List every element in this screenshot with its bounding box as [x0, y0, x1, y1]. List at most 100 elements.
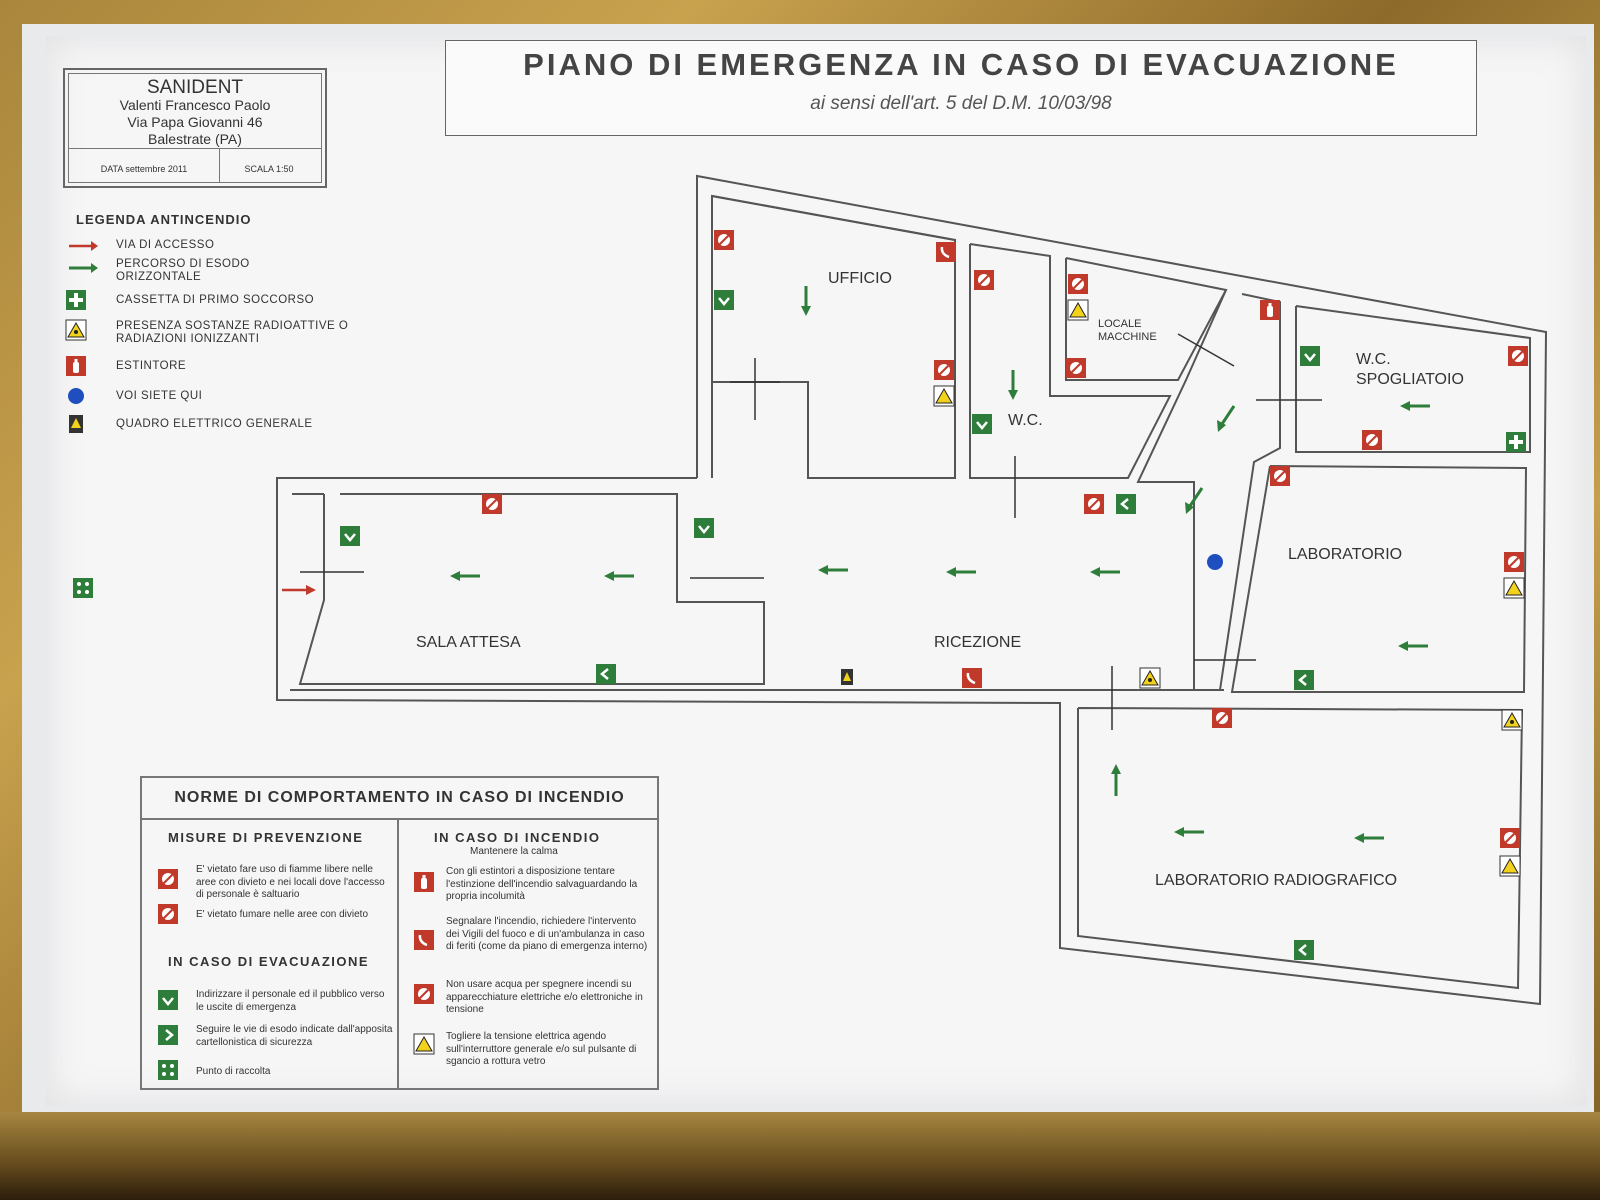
exit-signs — [340, 290, 1526, 960]
you-are-here-icon — [68, 388, 84, 404]
norms-title: NORME DI COMPORTAMENTO IN CASO DI INCEND… — [142, 778, 657, 820]
laboratorio-wall — [1230, 465, 1528, 693]
fire-text: Con gli estintori a disposizione tentare… — [446, 866, 638, 902]
fire-text: Togliere la tensione elettrica agendo su… — [446, 1031, 637, 1067]
prohibition-signs — [482, 230, 1528, 848]
address: Via Papa Giovanni 46 — [127, 114, 263, 130]
norms-divider — [397, 818, 399, 1088]
no-water-icon — [1066, 358, 1086, 378]
radiation-warning-icon — [1501, 709, 1523, 731]
first-aid-icon — [1506, 432, 1526, 452]
exit-route-arrow-icon — [158, 1025, 178, 1045]
exit-arrow-icon — [946, 567, 976, 577]
electrical-hazard-icon — [1503, 577, 1525, 599]
info-divider — [69, 148, 321, 149]
no-water-icon — [1504, 552, 1524, 572]
room-label-laboratorio-radiografico: LABORATORIO RADIOGRAFICO — [1155, 872, 1398, 889]
exit-arrow-down-icon — [1008, 370, 1018, 400]
room-label-wc: W.C. — [1008, 412, 1043, 429]
exit-arrow-down-icon — [801, 286, 811, 316]
emergency-phone-icon — [962, 668, 982, 688]
plan-title: PIANO DI EMERGENZA IN CASO DI EVACUAZION… — [523, 47, 1399, 82]
no-water-icon — [1508, 346, 1528, 366]
outer-wall-inner — [711, 194, 956, 478]
exit-arrow-icon — [1174, 827, 1204, 837]
electrical-hazard-icon — [933, 385, 955, 407]
no-smoking-icon — [158, 904, 178, 924]
sala-attesa-wall — [340, 493, 765, 685]
room-label-laboratorio: LABORATORIO — [1288, 546, 1403, 563]
no-flame-icon — [158, 869, 178, 889]
legend-label: ESTINTORE — [116, 360, 187, 372]
fire-extinguisher-icon — [1260, 300, 1280, 320]
emergency-exit-icon — [340, 526, 360, 546]
fire-extinguisher-icon — [414, 872, 434, 892]
warning-signs — [841, 299, 1525, 877]
owner-name: Valenti Francesco Paolo — [119, 97, 271, 113]
exit-arrow-diagonal-icon — [1217, 405, 1236, 432]
outer-wall — [276, 174, 1548, 1006]
emergency-exit-icon — [158, 990, 178, 1010]
room-label-locale-macchine: LOCALE MACCHINE — [1098, 318, 1157, 343]
evacuation-heading: IN CASO DI EVACUAZIONE — [168, 954, 370, 969]
legend-label: VIA DI ACCESSO — [116, 239, 215, 251]
exit-arrow-icon — [1398, 641, 1428, 651]
no-water-icon — [482, 494, 502, 514]
room-label-ufficio: UFFICIO — [828, 270, 892, 287]
no-water-icon — [1212, 708, 1232, 728]
prevention-text: E' vietato fumare nelle aree con divieto — [196, 909, 369, 920]
emergency-phone-icon — [936, 242, 956, 262]
company-name: SANIDENT — [146, 77, 244, 98]
info-inner: SANIDENT Valenti Francesco Paolo Via Pap… — [68, 73, 322, 183]
door-mark — [1177, 333, 1235, 367]
radiation-warning-icon — [1139, 667, 1161, 689]
electrical-hazard-icon — [413, 1033, 435, 1055]
prevention-heading: MISURE DI PREVENZIONE — [168, 830, 364, 845]
prevention-text: E' vietato fare uso di fiamme libere nel… — [196, 864, 385, 900]
electrical-panel-icon — [841, 669, 853, 685]
title-box: PIANO DI EMERGENZA IN CASO DI EVACUAZION… — [445, 40, 1477, 136]
assembly-point-icon — [73, 578, 93, 598]
no-water-icon — [934, 360, 954, 380]
plan-date: DATA settembre 2011 — [100, 164, 188, 174]
room-label-wc-spogliatoio: W.C. SPOGLIATOIO — [1356, 351, 1464, 388]
plan-subtitle: ai sensi dell'art. 5 del D.M. 10/03/98 — [810, 93, 1112, 114]
no-water-icon — [1362, 430, 1382, 450]
legend-label: PRESENZA SOSTANZE RADIOATTIVE O RADIAZIO… — [116, 320, 349, 345]
electrical-hazard-icon — [1067, 299, 1089, 321]
exit-left-icon — [1294, 940, 1314, 960]
exit-left-icon — [596, 664, 616, 684]
sala-attesa-left-wall — [298, 494, 340, 685]
emergency-exit-icon — [694, 518, 714, 538]
fire-text: Segnalare l'incendio, richiedere l'inter… — [446, 916, 648, 952]
corridor-wall-left — [1136, 289, 1227, 690]
green-arrow-icon — [69, 263, 98, 273]
evacuation-text: Indirizzare il personale ed il pubblico … — [196, 989, 385, 1013]
emergency-exit-icon — [1300, 346, 1320, 366]
radiation-warning-icon — [65, 319, 87, 341]
exit-arrow-icon — [1090, 567, 1120, 577]
evacuation-text: Punto di raccolta — [196, 1066, 271, 1077]
walls — [276, 174, 1548, 1006]
assembly-point-icon — [158, 1060, 178, 1080]
first-aid-icon — [66, 290, 86, 310]
exit-route-arrows — [450, 286, 1430, 843]
fire-heading: IN CASO DI INCENDIO — [434, 830, 601, 845]
legend-title: LEGENDA ANTINCENDIO — [76, 212, 252, 227]
legend-label: VOI SIETE QUI — [116, 390, 203, 402]
exit-left-icon — [1294, 670, 1314, 690]
exit-arrow-icon — [604, 571, 634, 581]
electrical-panel-icon — [69, 415, 83, 433]
room-label-ricezione: RICEZIONE — [934, 634, 1022, 651]
exit-arrow-icon — [450, 571, 480, 581]
legend-label: CASSETTA DI PRIMO SOCCORSO — [116, 294, 315, 306]
exit-arrow-icon — [1354, 833, 1384, 843]
door-marks — [300, 333, 1322, 730]
emergency-exit-icon — [972, 414, 992, 434]
no-water-icon — [1270, 466, 1290, 486]
frame-bottom-edge — [0, 1112, 1600, 1200]
wc-spogliatoio-wall — [1295, 305, 1531, 453]
corridor-wall — [1219, 293, 1281, 691]
access-arrow-icon — [282, 585, 316, 595]
